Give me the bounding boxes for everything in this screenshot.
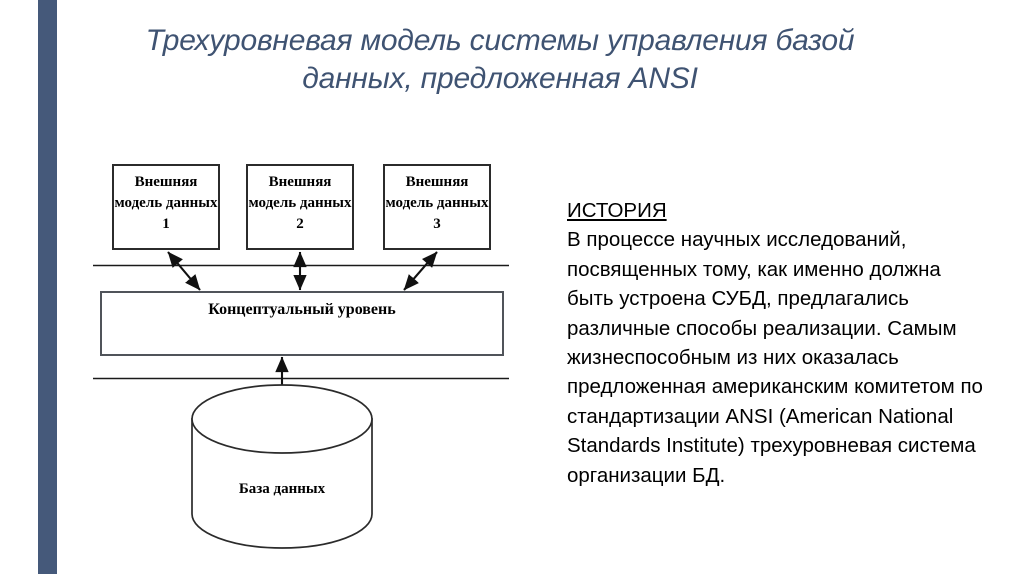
external-model-box-3: Внешняя модель данных 3	[383, 164, 491, 250]
arrow-external-1-to-conceptual	[167, 251, 201, 291]
arrow-external-3-to-conceptual	[403, 251, 438, 291]
architecture-diagram: Внешняя модель данных 1 Внешняя модель д…	[93, 164, 509, 549]
database-label: База данных	[238, 481, 326, 497]
external-model-box-2: Внешняя модель данных 2	[246, 164, 354, 250]
body-heading: ИСТОРИЯ	[567, 199, 667, 222]
body-text-block: ИСТОРИЯ В процессе научных исследований,…	[567, 196, 991, 490]
database-cylinder	[191, 384, 373, 549]
body-paragraph: В процессе научных исследований, посвяще…	[567, 228, 983, 487]
page-title: Трехуровневая модель системы управления …	[145, 24, 855, 95]
conceptual-level-box: Концептуальный уровень	[100, 291, 504, 356]
external-model-box-1: Внешняя модель данных 1	[112, 164, 220, 250]
left-accent-bar	[38, 0, 57, 574]
diagram-canvas	[93, 251, 509, 549]
